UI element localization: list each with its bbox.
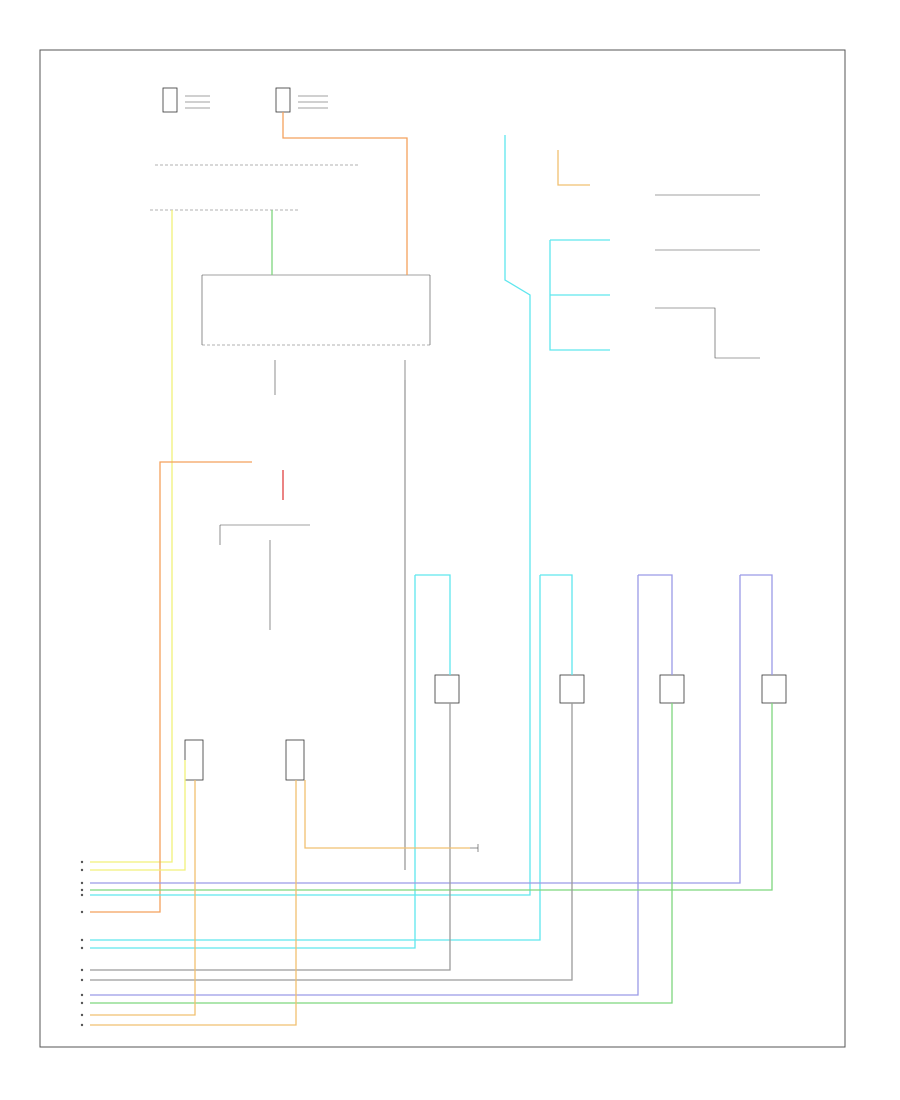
ground-icon <box>470 844 479 852</box>
wire-orange-brake <box>90 461 252 913</box>
wire-cyan-lf <box>415 574 451 675</box>
fuse-block-left <box>162 87 328 113</box>
right-rear-sensor-box <box>761 674 787 704</box>
wire-yellow-top-right <box>557 150 590 186</box>
wire-blue-rr <box>740 574 773 675</box>
brake-switch <box>219 524 310 630</box>
wire-gray-lf <box>90 703 451 971</box>
left-front-sensor-box <box>434 674 460 704</box>
speed-sensor-module <box>184 739 204 781</box>
wire-cyan-rf <box>540 574 573 675</box>
wire-cyan-lf-return <box>90 575 416 949</box>
abs-module <box>201 274 431 395</box>
wire-green-rr <box>90 703 773 891</box>
wire-blue-lr <box>638 574 673 675</box>
electronic-brake-module <box>285 739 305 781</box>
wire-tan-loop <box>304 780 470 849</box>
wire-yellow-speed <box>90 760 186 871</box>
wire-green-lr <box>90 703 673 1004</box>
wire-cyan-rf-return <box>90 575 541 941</box>
wire-gray-rf <box>90 703 573 981</box>
lead-rr-low <box>655 307 760 359</box>
wire-orange-power <box>282 112 408 275</box>
wire-blue-lr-return <box>90 575 639 996</box>
wire-cyan-mid <box>549 240 610 351</box>
left-rear-sensor-box <box>659 674 685 704</box>
wire-yellow-main <box>90 210 173 863</box>
page-border <box>39 49 846 1048</box>
wire-tan-speed <box>90 780 196 1016</box>
wire-cyan-top <box>90 135 531 896</box>
wire-tan-brake <box>90 780 297 1026</box>
right-front-sensor-box <box>559 674 585 704</box>
harness-pins <box>80 860 84 1027</box>
wire-blue-rr-return <box>90 575 741 884</box>
